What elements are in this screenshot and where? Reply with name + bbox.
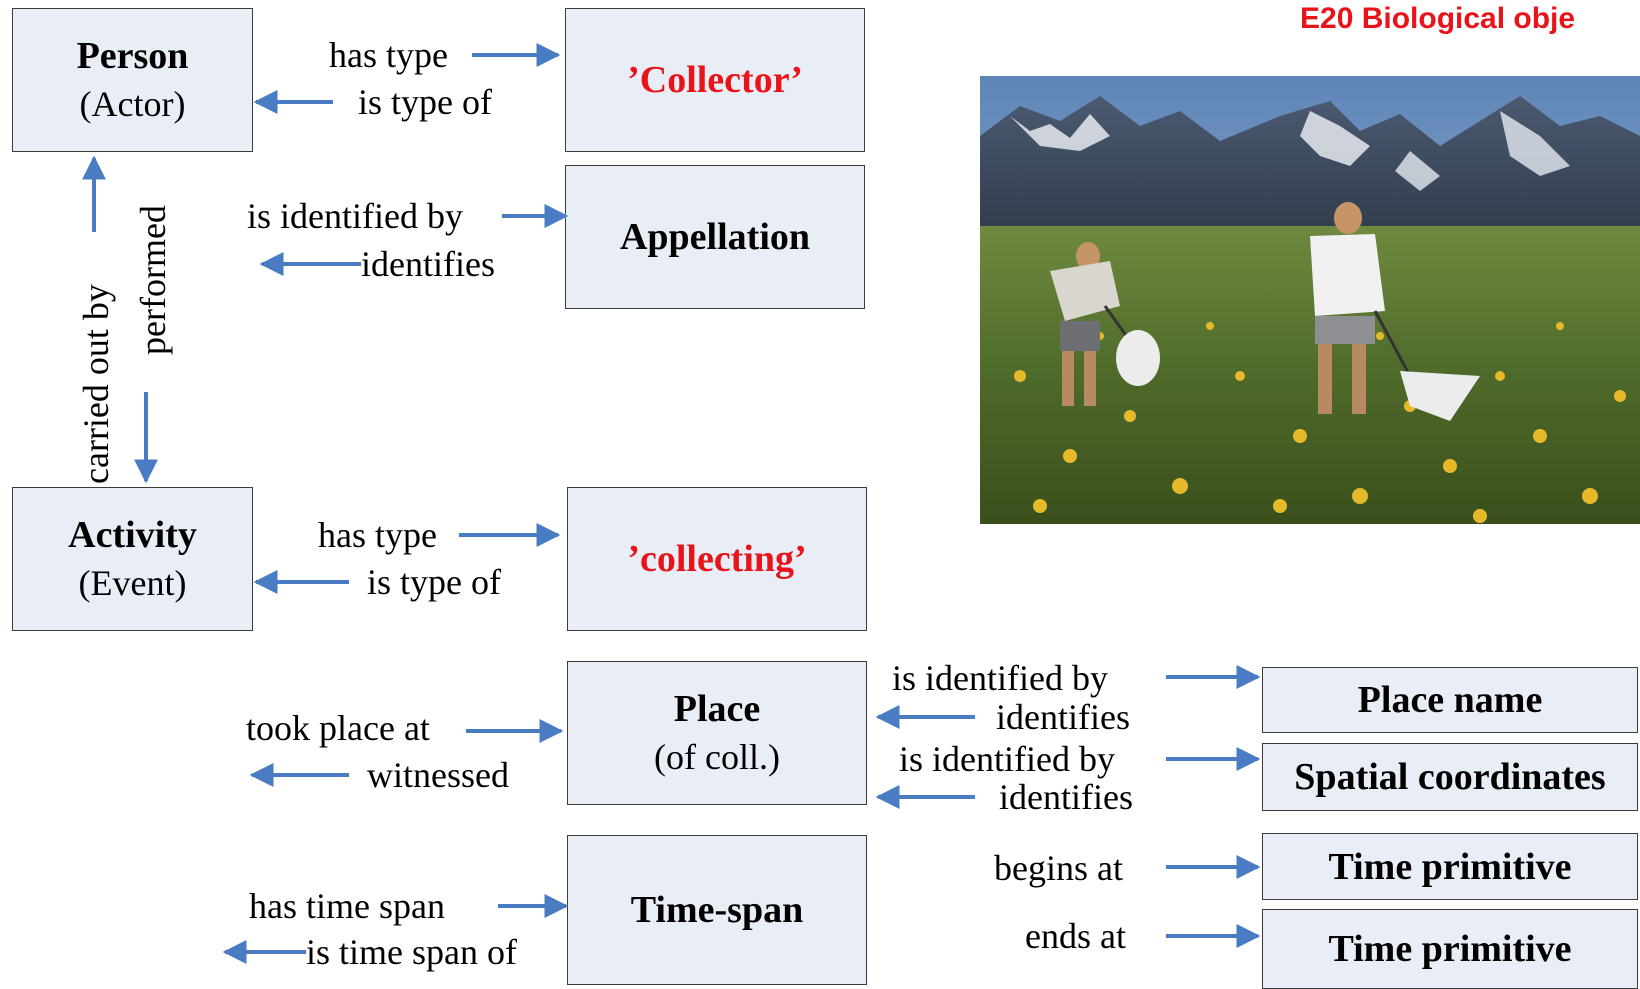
- collector-title: ’Collector’: [627, 59, 803, 101]
- label-witnessed: witnessed: [367, 755, 509, 795]
- appellation-box: Appellation: [565, 165, 865, 309]
- slide-heading: E20 Biological obje: [1300, 2, 1576, 35]
- time-primitive-begin-title: Time primitive: [1328, 845, 1572, 888]
- label-place-identifies-1: identifies: [996, 697, 1130, 737]
- activity-box: Activity (Event): [12, 487, 253, 631]
- label-place-identifies-2: identifies: [999, 777, 1133, 817]
- label-person-is-type-of: is type of: [358, 82, 492, 122]
- label-person-identifies: identifies: [361, 244, 495, 284]
- label-activity-is-type-of: is type of: [367, 562, 501, 602]
- spatial-coordinates-title: Spatial coordinates: [1294, 756, 1606, 798]
- meadow-scene-image: [980, 76, 1640, 524]
- activity-subtitle: (Event): [78, 563, 187, 603]
- label-activity-has-type: has type: [318, 515, 437, 555]
- place-box: Place (of coll.): [567, 661, 867, 805]
- person-box: Person (Actor): [12, 8, 253, 152]
- activity-title: Activity: [68, 514, 197, 556]
- label-took-place-at: took place at: [246, 708, 430, 748]
- label-person-has-type: has type: [329, 35, 448, 75]
- place-name-title: Place name: [1357, 679, 1543, 721]
- spatial-coordinates-box: Spatial coordinates: [1262, 743, 1638, 811]
- collector-box: ’Collector’: [565, 8, 865, 152]
- collecting-title: ’collecting’: [627, 538, 807, 580]
- label-person-is-identified-by: is identified by: [247, 196, 463, 236]
- label-place-is-identified-by-2: is identified by: [899, 739, 1115, 779]
- timespan-title: Time-span: [630, 889, 804, 931]
- field-collectors-photo: [980, 76, 1640, 524]
- appellation-title: Appellation: [619, 216, 811, 258]
- collecting-box: ’collecting’: [567, 487, 867, 631]
- place-subtitle: (of coll.): [654, 737, 780, 777]
- time-primitive-begin-box: Time primitive: [1262, 833, 1638, 900]
- label-has-time-span: has time span: [249, 886, 445, 926]
- person-title: Person: [76, 35, 189, 77]
- label-ends-at: ends at: [1025, 916, 1126, 956]
- time-primitive-end-title: Time primitive: [1328, 928, 1572, 970]
- person-subtitle: (Actor): [79, 84, 186, 124]
- label-place-is-identified-by-1: is identified by: [892, 658, 1108, 698]
- label-is-time-span-of: is time span of: [306, 932, 517, 972]
- label-begins-at: begins at: [994, 848, 1123, 888]
- place-title: Place: [673, 688, 761, 730]
- place-name-box: Place name: [1262, 667, 1638, 733]
